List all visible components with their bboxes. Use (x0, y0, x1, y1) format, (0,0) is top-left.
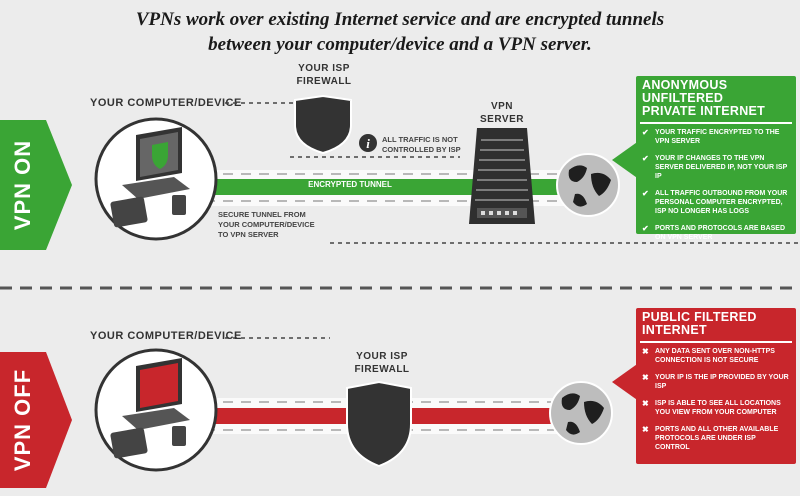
info-icon: i (359, 134, 377, 152)
x-icon: ✖ (642, 425, 649, 434)
vpn-off-side-label: VPN OFF (10, 368, 35, 472)
vpn-on-tab (0, 120, 72, 250)
check-icon: ✔ (642, 189, 649, 198)
vpn-off-panel-pointer (612, 362, 640, 402)
vpn-on-panel-pointer (612, 140, 640, 180)
vpn-on-firewall-label: YOUR ISP FIREWALL (296, 63, 352, 87)
tablet-icon (110, 196, 148, 228)
check-icon: ✔ (642, 154, 649, 163)
list-item: ✔YOUR IP CHANGES TO THE VPN SERVER DELIV… (642, 154, 788, 180)
vpn-off-tab (0, 352, 72, 488)
server-icon (469, 128, 535, 224)
shield-icon (346, 380, 412, 468)
list-item: ✔YOUR TRAFFIC ENCRYPTED TO THE VPN SERVE… (642, 128, 780, 145)
list-item: ✖PORTS AND ALL OTHER AVAILABLE PROTOCOLS… (642, 425, 779, 451)
phone-icon (172, 195, 186, 215)
check-icon: ✔ (642, 128, 649, 137)
x-icon: ✖ (642, 399, 649, 408)
vpn-off-computer-label: YOUR COMPUTER/DEVICE (90, 330, 242, 342)
list-item: ✔ALL TRAFFIC OUTBOUND FROM YOUR PERSONAL… (642, 189, 788, 215)
svg-text:i: i (366, 136, 370, 151)
vpn-on-panel: ANONYMOUS UNFILTERED PRIVATE INTERNET ✔Y… (636, 76, 796, 241)
check-icon: ✔ (642, 224, 649, 233)
x-icon: ✖ (642, 347, 649, 356)
vpn-server-label: VPN SERVER (480, 101, 524, 125)
vpn-on-computer-label: YOUR COMPUTER/DEVICE (90, 97, 242, 109)
title-line-1: VPNs work over existing Internet service… (135, 9, 665, 30)
vpn-off-firewall-label: YOUR ISP FIREWALL (354, 351, 410, 375)
vpn-on-devices (94, 117, 218, 241)
globe-icon (549, 381, 613, 445)
vpn-on-benefits-list: ✔YOUR TRAFFIC ENCRYPTED TO THE VPN SERVE… (636, 124, 796, 242)
vpn-off-devices (94, 348, 218, 472)
phone-icon (172, 426, 186, 446)
list-item: ✖YOUR IP IS THE IP PROVIDED BY YOUR ISP (642, 373, 789, 390)
vpn-off-panel-title: PUBLIC FILTERED INTERNET (642, 310, 757, 337)
list-item: ✔PORTS AND PROTOCOLS ARE BASED ON VPN SE… (642, 224, 786, 241)
shield-icon (294, 95, 352, 155)
vpn-off-panel: PUBLIC FILTERED INTERNET ✖ANY DATA SENT … (636, 308, 796, 464)
title-line-2: between your computer/device and a VPN s… (208, 34, 592, 55)
laptop-icon (122, 358, 190, 430)
shield-icon (152, 142, 168, 169)
list-item: ✖ANY DATA SENT OVER NON-HTTPS CONNECTION… (642, 347, 775, 364)
info-label: ALL TRAFFIC IS NOT CONTROLLED BY ISP (382, 135, 461, 154)
tablet-icon (110, 427, 148, 459)
list-item: ✖ISP IS ABLE TO SEE ALL LOCATIONS YOU VI… (642, 399, 781, 416)
secure-tunnel-label: SECURE TUNNEL FROM YOUR COMPUTER/DEVICE … (218, 210, 315, 239)
encrypted-tunnel-label: ENCRYPTED TUNNEL (308, 180, 392, 189)
globe-icon (556, 153, 620, 217)
vpn-on-panel-title: ANONYMOUS UNFILTERED PRIVATE INTERNET (642, 78, 766, 118)
vpn-off-risks-list: ✖ANY DATA SENT OVER NON-HTTPS CONNECTION… (636, 343, 796, 452)
x-icon: ✖ (642, 373, 649, 382)
